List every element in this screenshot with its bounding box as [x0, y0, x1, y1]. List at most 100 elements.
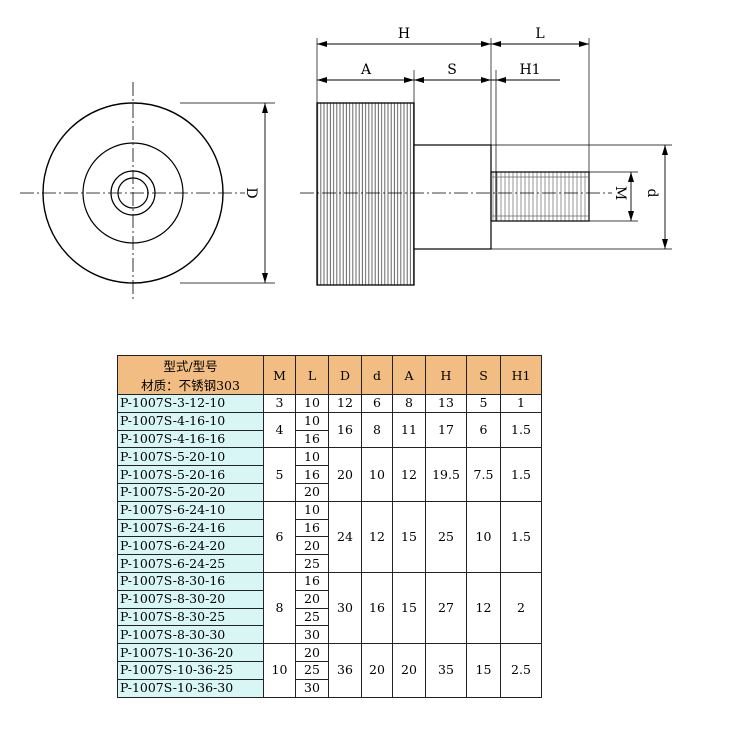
header-model-line1: 型式/型号 [163, 359, 218, 374]
A-cell: 8 [392, 394, 426, 413]
header-model-cell: 型式/型号 材质：不锈钢303 [117, 355, 264, 395]
A-cell: 15 [392, 500, 426, 573]
D-cell: 36 [328, 643, 362, 698]
header-d: d [361, 355, 393, 395]
model-cell: P-1007S-8-30-16 [117, 571, 264, 591]
model-cell: P-1007S-10-36-30 [117, 678, 264, 698]
S-cell: 12 [466, 571, 501, 645]
H1-cell: 1.5 [500, 411, 542, 449]
M-cell: 6 [263, 500, 296, 573]
S-cell: 15 [466, 643, 501, 698]
H1-cell: 1.5 [500, 447, 542, 502]
D-cell: 20 [328, 447, 362, 502]
L-cell: 20 [295, 589, 329, 609]
S-cell: 7.5 [466, 447, 501, 502]
D-cell: 12 [328, 394, 362, 413]
table-row: P-1007S-4-16-16 16 [117, 429, 542, 449]
D-cell: 24 [328, 500, 362, 573]
model-cell: P-1007S-8-30-20 [117, 589, 264, 609]
H-cell: 19.5 [425, 447, 467, 502]
H-cell: 35 [425, 643, 467, 698]
d-cell: 8 [361, 411, 393, 449]
dim-L-label: L [535, 26, 544, 42]
header-A: A [392, 355, 426, 395]
model-cell: P-1007S-3-12-10 [117, 394, 264, 413]
model-cell: P-1007S-6-24-10 [117, 500, 264, 520]
dim-H-label: H [398, 26, 410, 42]
model-cell: P-1007S-5-20-20 [117, 482, 264, 502]
table-row: P-1007S-8-30-25 25 [117, 607, 542, 627]
M-cell: 10 [263, 643, 296, 698]
L-cell: 30 [295, 625, 329, 645]
end-view: D [20, 82, 275, 300]
table-row: P-1007S-6-24-16 16 [117, 518, 542, 538]
A-cell: 12 [392, 447, 426, 502]
model-cell: P-1007S-6-24-20 [117, 536, 264, 556]
model-cell: P-1007S-4-16-16 [117, 429, 264, 449]
H1-cell: 2.5 [500, 643, 542, 698]
model-cell: P-1007S-6-24-16 [117, 518, 264, 538]
S-cell: 6 [466, 411, 501, 449]
A-cell: 20 [392, 643, 426, 698]
H1-cell: 1.5 [500, 500, 542, 573]
M-cell: 3 [263, 394, 296, 413]
H1-cell: 1 [500, 394, 542, 413]
D-cell: 16 [328, 411, 362, 449]
header-H: H [425, 355, 467, 395]
boss-circle [82, 142, 184, 244]
bore-circle [117, 177, 149, 209]
model-cell: P-1007S-5-20-10 [117, 447, 264, 467]
L-cell: 20 [295, 536, 329, 556]
technical-drawing: D H L A S [20, 26, 672, 300]
L-cell: 10 [295, 411, 329, 431]
L-cell: 10 [295, 394, 329, 413]
outer-circle [42, 102, 224, 284]
L-cell: 16 [295, 518, 329, 538]
model-cell: P-1007S-10-36-20 [117, 643, 264, 662]
H-cell: 13 [425, 394, 467, 413]
L-cell: 25 [295, 607, 329, 627]
d-cell: 6 [361, 394, 393, 413]
d-cell: 10 [361, 447, 393, 502]
L-cell: 16 [295, 465, 329, 484]
L-cell: 10 [295, 500, 329, 520]
H-cell: 17 [425, 411, 467, 449]
L-cell: 16 [295, 571, 329, 591]
d-cell: 16 [361, 571, 393, 645]
header-model-line2: 材质：不锈钢303 [141, 378, 240, 393]
shoulder [413, 144, 492, 250]
table-row: P-1007S-8-30-20 20 [117, 589, 542, 609]
L-cell: 30 [295, 678, 329, 698]
S-cell: 10 [466, 500, 501, 573]
M-cell: 8 [263, 571, 296, 645]
model-cell: P-1007S-6-24-25 [117, 554, 264, 573]
M-cell: 4 [263, 411, 296, 449]
A-cell: 11 [392, 411, 426, 449]
M-cell: 5 [263, 447, 296, 502]
dim-d-label: d [644, 189, 660, 198]
knurled-head [316, 102, 415, 286]
dim-D-label: D [243, 187, 259, 198]
H1-cell: 2 [500, 571, 542, 645]
S-cell: 5 [466, 394, 501, 413]
model-cell: P-1007S-8-30-25 [117, 607, 264, 627]
L-cell: 16 [295, 429, 329, 449]
dim-M-label: M [612, 186, 628, 200]
threaded-stud [490, 171, 590, 222]
dim-A-label: A [360, 62, 372, 78]
model-cell: P-1007S-8-30-30 [117, 625, 264, 645]
dim-S-label: S [447, 62, 457, 78]
L-cell: 25 [295, 660, 329, 680]
header-D: D [328, 355, 362, 395]
A-cell: 15 [392, 571, 426, 645]
header-S: S [466, 355, 501, 395]
header-H1: H1 [500, 355, 542, 395]
table-row: P-1007S-6-24-20 20 [117, 536, 542, 556]
H-cell: 27 [425, 571, 467, 645]
